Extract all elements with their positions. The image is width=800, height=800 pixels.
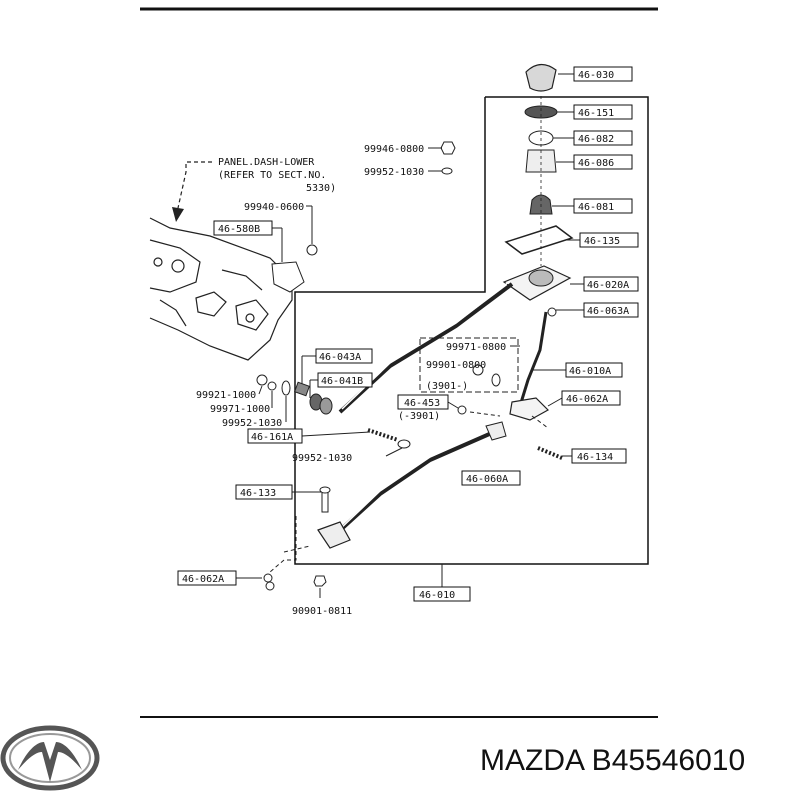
part-label-46-030: 46-030 bbox=[578, 70, 614, 81]
part-box-46-062A-right[interactable] bbox=[561, 390, 621, 406]
part-box-46-082[interactable] bbox=[573, 130, 633, 146]
part-box-46-041B[interactable] bbox=[317, 372, 373, 388]
part-box-46-081[interactable] bbox=[573, 198, 633, 214]
lower-bracket bbox=[317, 521, 351, 549]
part-box-46-020A[interactable] bbox=[583, 276, 639, 292]
part-box-46-010A[interactable] bbox=[565, 362, 623, 378]
fastener-3901-453: (-3901) bbox=[398, 411, 440, 422]
housing-dome bbox=[528, 269, 554, 287]
washer-99952-bottom bbox=[397, 439, 411, 449]
lower-dashed-line bbox=[283, 545, 311, 553]
panel-pointer bbox=[177, 161, 212, 209]
brand-part-number: MAZDA B45546010 bbox=[480, 744, 746, 777]
part-box-46-135[interactable] bbox=[579, 232, 639, 248]
panel-title-line3: 5330) bbox=[306, 183, 336, 194]
part-label-46-133: 46-133 bbox=[240, 488, 276, 499]
shift-lever bbox=[518, 311, 548, 407]
fastener-group-box bbox=[419, 337, 519, 393]
part-label-46-086: 46-086 bbox=[578, 158, 614, 169]
fastener-90901: 90901-0811 bbox=[292, 606, 352, 617]
gasket-135 bbox=[504, 225, 574, 255]
part-box-46-086[interactable] bbox=[573, 154, 633, 170]
pin-133 bbox=[321, 491, 329, 513]
control-rod bbox=[334, 430, 495, 536]
part-label-46-134: 46-134 bbox=[577, 452, 613, 463]
fastener-99952-left: 99952-1030 bbox=[222, 418, 282, 429]
fastener-99971-left: 99971-1000 bbox=[210, 404, 270, 415]
bushing-043A bbox=[294, 381, 310, 397]
part-label-46-580B: 46-580B bbox=[218, 224, 260, 235]
part-label-46-020A: 46-020A bbox=[587, 280, 629, 291]
part-label-46-041B: 46-041B bbox=[321, 376, 363, 387]
washer-99952-top bbox=[441, 167, 453, 175]
bolt-134 bbox=[537, 446, 563, 460]
part-box-46-134[interactable] bbox=[571, 448, 627, 464]
part-label-46-081: 46-081 bbox=[578, 202, 614, 213]
mazda-logo bbox=[0, 725, 100, 791]
part-label-46-043A: 46-043A bbox=[319, 352, 361, 363]
part-label-46-453: 46-453 bbox=[404, 398, 440, 409]
fastener-99946: 99946-0800 bbox=[364, 144, 424, 155]
part-box-46-043A[interactable] bbox=[315, 348, 373, 364]
nut-90901 bbox=[313, 575, 327, 587]
fastener-99971-box: 99971-0800 bbox=[446, 342, 506, 353]
nut-453 bbox=[457, 405, 467, 415]
fastener-99952-bottom: 99952-1030 bbox=[292, 453, 352, 464]
fastener-99921: 99921-1000 bbox=[196, 390, 256, 401]
extension-rod bbox=[338, 282, 514, 414]
dash-panel-illustration bbox=[149, 217, 293, 361]
part-label-46-062A-right: 46-062A bbox=[566, 394, 608, 405]
bushing-041B bbox=[309, 393, 333, 415]
part-box-46-060A[interactable] bbox=[461, 470, 521, 486]
fastener-99940: 99940-0600 bbox=[244, 202, 304, 213]
part-box-46-133[interactable] bbox=[235, 484, 293, 500]
shift-knob bbox=[525, 63, 557, 92]
nut-063A bbox=[547, 307, 557, 317]
lower-connection-dashed bbox=[269, 516, 297, 573]
part-label-46-060A: 46-060A bbox=[466, 474, 508, 485]
part-box-46-151[interactable] bbox=[573, 104, 633, 120]
bracket-580B bbox=[271, 261, 305, 293]
panel-title-line1: PANEL.DASH-LOWER bbox=[218, 157, 315, 168]
fastener-99952-top: 99952-1030 bbox=[364, 167, 424, 178]
assembly-outline bbox=[294, 96, 649, 565]
leader-lines bbox=[236, 73, 584, 598]
panel-pointer-arrowhead bbox=[172, 207, 184, 222]
lever-bracket bbox=[509, 397, 549, 421]
right-dashed-line bbox=[469, 411, 549, 429]
part-label-46-063A: 46-063A bbox=[587, 306, 629, 317]
nut-062A-left bbox=[263, 573, 273, 583]
part-box-46-161A[interactable] bbox=[247, 428, 303, 444]
part-label-46-161A: 46-161A bbox=[251, 432, 293, 443]
nut-99946 bbox=[440, 141, 456, 155]
part-label-46-010: 46-010 bbox=[419, 590, 455, 601]
washer-99952-left bbox=[281, 380, 291, 396]
part-label-46-062A-left: 46-062A bbox=[182, 574, 224, 585]
bushing-086 bbox=[525, 149, 557, 173]
nut-99940 bbox=[306, 244, 318, 256]
part-label-46-151: 46-151 bbox=[578, 108, 614, 119]
part-box-46-580B[interactable] bbox=[213, 220, 273, 236]
part-label-46-010A: 46-010A bbox=[569, 366, 611, 377]
panel-title-line2: (REFER TO SECT.NO. bbox=[218, 170, 326, 181]
part-label-46-082: 46-082 bbox=[578, 134, 614, 145]
part-box-46-063A[interactable] bbox=[583, 302, 639, 318]
nut-99921 bbox=[256, 374, 268, 386]
fastener-99901-box: 99901-0800 bbox=[426, 360, 486, 371]
washer-99971 bbox=[267, 381, 277, 391]
part-box-46-453[interactable] bbox=[397, 394, 449, 410]
part-box-46-030[interactable] bbox=[573, 66, 633, 82]
nut-99971-box bbox=[472, 364, 484, 376]
pin-133-head bbox=[319, 486, 331, 494]
bolt-161A bbox=[367, 428, 399, 442]
part-box-46-010[interactable] bbox=[413, 586, 471, 602]
part-box-46-062A-left[interactable] bbox=[177, 570, 237, 586]
part-label-46-135: 46-135 bbox=[584, 236, 620, 247]
nut-062A-left-2 bbox=[265, 581, 275, 591]
fastener-3901-box: (3901-) bbox=[426, 381, 468, 392]
washer-99901-box bbox=[491, 373, 501, 387]
control-rod-inner bbox=[337, 428, 493, 532]
rod-end-060A bbox=[485, 421, 507, 441]
